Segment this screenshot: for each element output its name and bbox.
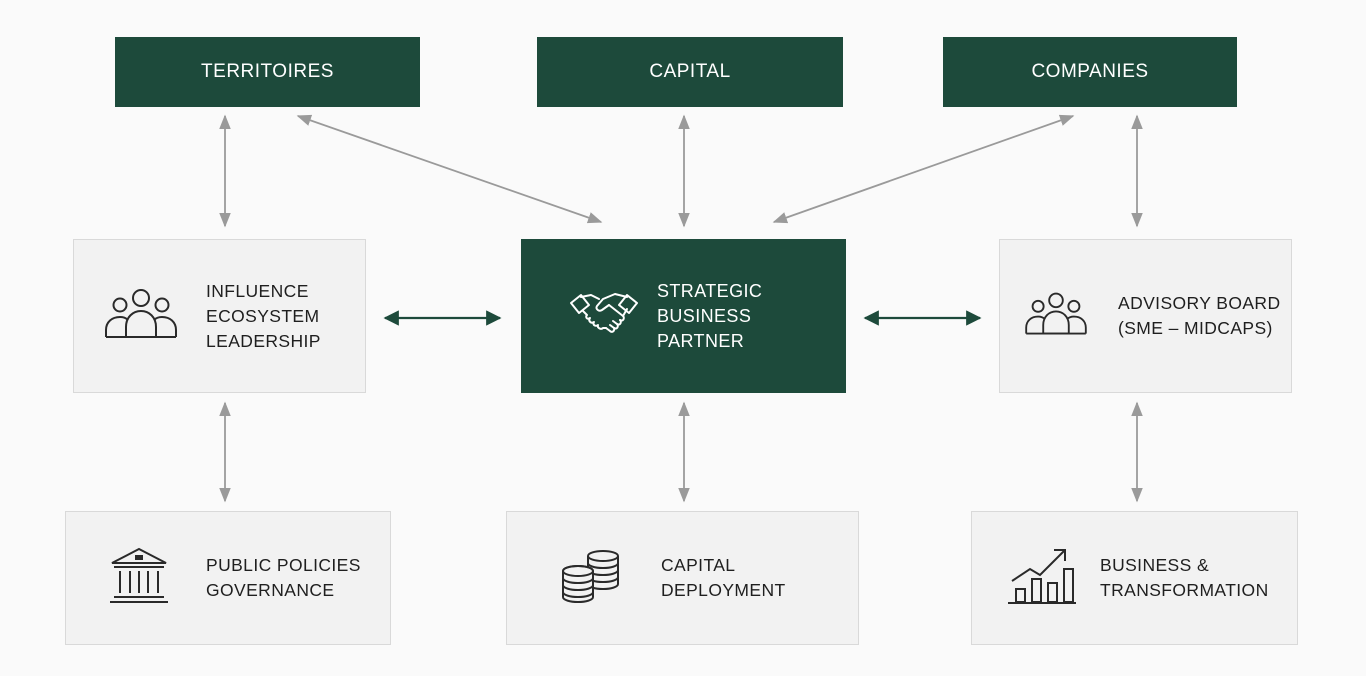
connector-companies-partner [772, 114, 1075, 224]
node-influence-ecosystem: INFLUENCE ECOSYSTEM LEADERSHIP [73, 239, 366, 393]
node-partner-line-3: PARTNER [657, 330, 745, 351]
node-capital-label: CAPITAL [649, 61, 731, 82]
node-influence-label: INFLUENCE ECOSYSTEM LEADERSHIP [206, 279, 321, 354]
node-advisory-line-1: ADVISORY BOARD [1118, 293, 1281, 313]
node-deployment-line-1: CAPITAL [661, 555, 736, 575]
node-business-transformation: BUSINESS & TRANSFORMATION [971, 511, 1298, 645]
node-advisory-board: ADVISORY BOARD (SME – MIDCAPS) [999, 239, 1292, 393]
node-capital-deployment: CAPITAL DEPLOYMENT [506, 511, 859, 645]
node-policies-line-2: GOVERNANCE [206, 580, 335, 600]
node-public-policies: PUBLIC POLICIES GOVERNANCE [65, 511, 391, 645]
node-territoires: TERRITOIRES [115, 37, 420, 107]
node-territoires-label: TERRITOIRES [201, 61, 334, 82]
node-policies-label: PUBLIC POLICIES GOVERNANCE [206, 553, 361, 603]
node-transformation-line-1: BUSINESS & [1100, 555, 1210, 575]
growth-chart-icon [1006, 545, 1078, 612]
node-deployment-line-2: DEPLOYMENT [661, 580, 786, 600]
node-influence-line-2: ECOSYSTEM [206, 305, 320, 326]
people-group-icon [1024, 291, 1088, 342]
node-capital: CAPITAL [537, 37, 843, 107]
node-partner-line-2: BUSINESS [657, 305, 752, 326]
node-transformation-line-2: TRANSFORMATION [1100, 580, 1269, 600]
node-partner-line-1: STRATEGIC [657, 280, 763, 301]
node-policies-line-1: PUBLIC POLICIES [206, 555, 361, 575]
node-advisory-label: ADVISORY BOARD (SME – MIDCAPS) [1118, 291, 1281, 341]
connector-territoires-partner [296, 114, 603, 224]
people-group-icon [104, 287, 178, 346]
handshake-icon [569, 289, 639, 344]
node-companies: COMPANIES [943, 37, 1237, 107]
node-companies-label: COMPANIES [1031, 61, 1149, 82]
node-advisory-line-2: (SME – MIDCAPS) [1118, 318, 1273, 338]
node-influence-line-3: LEADERSHIP [206, 330, 321, 351]
node-influence-line-1: INFLUENCE [206, 280, 309, 301]
node-deployment-label: CAPITAL DEPLOYMENT [661, 553, 786, 603]
node-strategic-business-partner: STRATEGIC BUSINESS PARTNER [521, 239, 846, 393]
government-building-icon [108, 545, 170, 612]
node-transformation-label: BUSINESS & TRANSFORMATION [1100, 553, 1269, 603]
node-partner-label: STRATEGIC BUSINESS PARTNER [657, 279, 762, 354]
coin-stacks-icon [559, 548, 623, 609]
